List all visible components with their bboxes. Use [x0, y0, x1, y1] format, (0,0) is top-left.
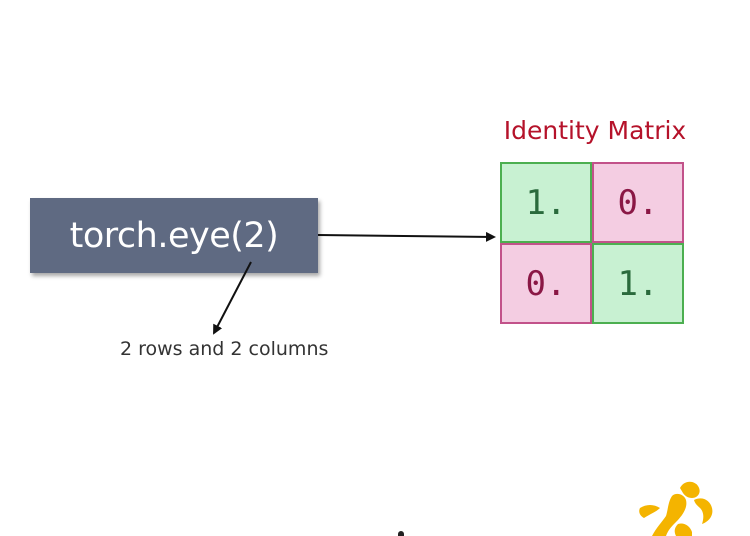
- arrow-to-matrix: [317, 231, 496, 242]
- matrix-cell-0-1: 0.: [592, 162, 684, 243]
- decorative-mark: [398, 531, 404, 536]
- shape-caption: 2 rows and 2 columns: [120, 338, 329, 360]
- yellow-figure-logo-icon: [639, 481, 713, 536]
- matrix-cell-0-0: 1.: [500, 162, 592, 243]
- code-box-label: torch.eye(2): [69, 215, 279, 256]
- code-box: torch.eye(2): [30, 198, 318, 273]
- matrix-cell-1-0: 0.: [500, 243, 592, 324]
- matrix-title: Identity Matrix: [503, 116, 687, 145]
- identity-matrix: 1. 0. 0. 1.: [500, 162, 684, 324]
- matrix-cell-1-1: 1.: [592, 243, 684, 324]
